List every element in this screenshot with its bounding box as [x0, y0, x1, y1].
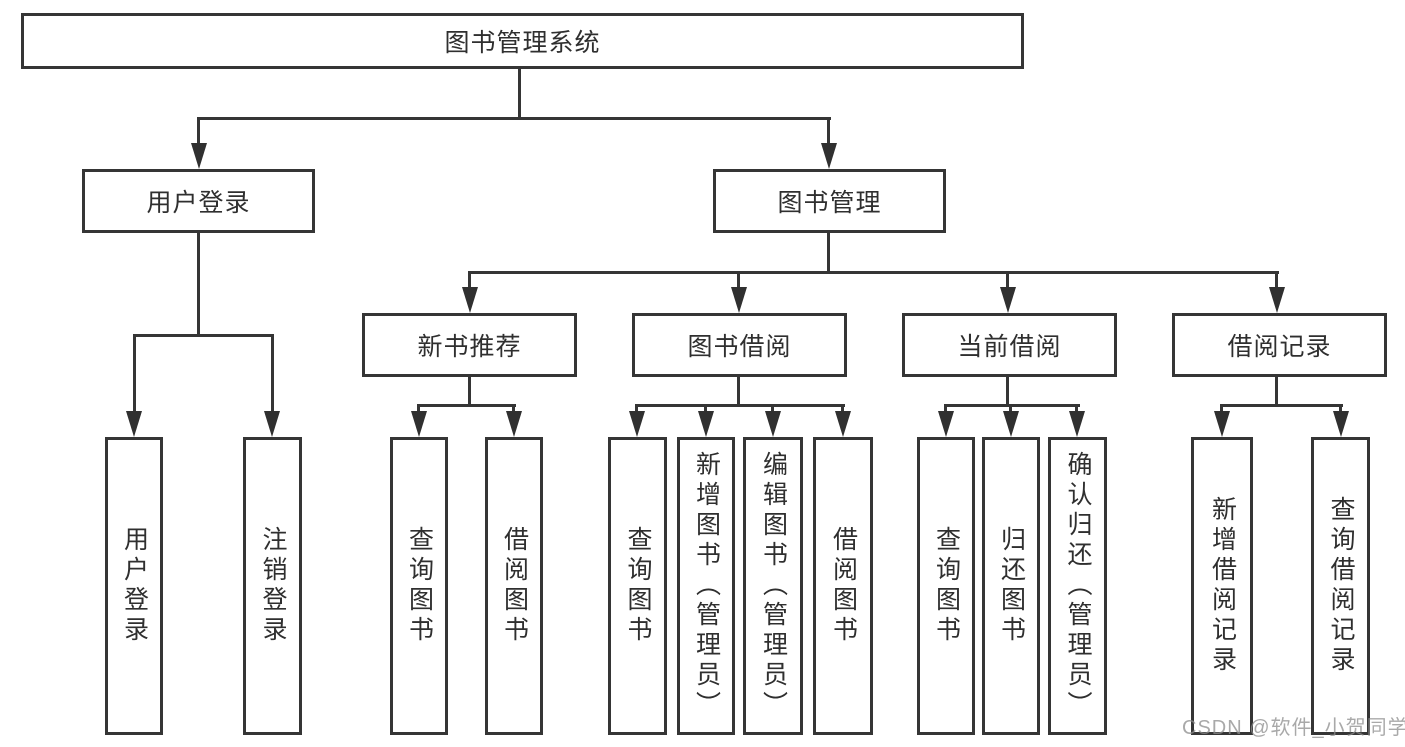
- leaf-borrow-books-2-label: 借阅图书: [829, 526, 858, 646]
- connector-groupC-drop4: [841, 404, 844, 414]
- arrowhead-borrow-books-1: [506, 411, 522, 437]
- arrowhead-logout-leaf: [264, 411, 280, 437]
- connector-book-mgmt-drop: [827, 117, 830, 147]
- connector-groupD-rail: [944, 404, 1080, 407]
- connector-groupC-drop2: [704, 404, 707, 414]
- connector-groupE-drop1: [1220, 404, 1223, 414]
- connector-groupB-drop2: [512, 404, 515, 414]
- arrowhead-current-borrowing: [1000, 287, 1016, 313]
- node-current-borrowing: 当前借阅: [902, 313, 1117, 377]
- connector-groupE-rail: [1220, 404, 1343, 407]
- leaf-add-borrow-record: 新增借阅记录: [1191, 437, 1253, 735]
- leaf-user-login-label: 用户登录: [120, 526, 149, 646]
- leaf-return-books-label: 归还图书: [997, 526, 1026, 646]
- node-borrowing-records-label: 借阅记录: [1227, 333, 1332, 361]
- connector-groupC-drop3: [771, 404, 774, 414]
- leaf-borrow-books-1: 借阅图书: [485, 437, 543, 735]
- connector-groupC-drop1: [635, 404, 638, 414]
- connector-groupC-stem: [737, 376, 740, 407]
- arrowhead-query-borrow-record: [1333, 411, 1349, 437]
- leaf-borrow-books-2: 借阅图书: [813, 437, 873, 735]
- node-current-borrowing-label: 当前借阅: [957, 333, 1062, 361]
- node-book-management: 图书管理: [713, 169, 946, 233]
- leaf-add-books-admin: 新增图书（管理员）: [677, 437, 735, 735]
- leaf-edit-books-admin: 编辑图书（管理员）: [743, 437, 803, 735]
- node-book-management-label: 图书管理: [777, 189, 882, 217]
- connector-groupB-stem: [468, 376, 471, 407]
- connector-groupB-rail: [417, 404, 516, 407]
- connector-new-book-drop: [468, 271, 471, 291]
- connector-current-borrow-drop: [1006, 271, 1009, 291]
- node-book-borrowing: 图书借阅: [632, 313, 847, 377]
- connector-level2-rail: [197, 117, 831, 120]
- node-root: 图书管理系统: [21, 13, 1024, 69]
- connector-groupE-drop2: [1339, 404, 1342, 414]
- leaf-confirm-return-admin-label: 确认归还（管理员）: [1064, 451, 1092, 721]
- arrowhead-query-books-2: [629, 411, 645, 437]
- node-new-book-recommend-label: 新书推荐: [417, 333, 522, 361]
- connector-borrow-record-drop: [1275, 271, 1278, 291]
- leaf-query-books-3-label: 查询图书: [932, 526, 961, 646]
- node-book-borrowing-label: 图书借阅: [687, 333, 792, 361]
- arrowhead-query-books-1: [411, 411, 427, 437]
- leaf-edit-books-admin-label: 编辑图书（管理员）: [759, 451, 788, 721]
- leaf-query-books-3: 查询图书: [917, 437, 975, 735]
- leaf-query-books-1-label: 查询图书: [405, 526, 434, 646]
- connector-groupB-drop1: [417, 404, 420, 414]
- connector-user-login-rail: [133, 334, 274, 337]
- node-borrowing-records: 借阅记录: [1172, 313, 1387, 377]
- arrowhead-book-mgmt: [821, 143, 837, 169]
- leaf-add-books-admin-label: 新增图书（管理员）: [692, 451, 721, 721]
- arrowhead-borrow-books-2: [835, 411, 851, 437]
- connector-user-login-leaf2-drop: [271, 334, 274, 414]
- connector-root-stem: [518, 67, 521, 119]
- leaf-add-borrow-record-label: 新增借阅记录: [1208, 496, 1237, 676]
- leaf-logout: 注销登录: [243, 437, 302, 735]
- arrowhead-add-books-admin: [698, 411, 714, 437]
- connector-user-login-drop: [197, 117, 200, 147]
- leaf-user-login: 用户登录: [105, 437, 163, 735]
- connector-book-mgmt-stem: [827, 232, 830, 274]
- leaf-confirm-return-admin: 确认归还（管理员）: [1048, 437, 1107, 735]
- leaf-return-books: 归还图书: [982, 437, 1040, 735]
- connector-groupD-drop1: [944, 404, 947, 414]
- connector-groupD-stem: [1006, 376, 1009, 407]
- connector-user-login-stem: [197, 231, 200, 337]
- arrowhead-borrowing-records: [1269, 287, 1285, 313]
- node-root-label: 图书管理系统: [444, 29, 601, 57]
- arrowhead-book-borrowing: [731, 287, 747, 313]
- arrowhead-confirm-return-admin: [1069, 411, 1085, 437]
- arrowhead-query-books-3: [938, 411, 954, 437]
- arrowhead-add-borrow-record: [1214, 411, 1230, 437]
- arrowhead-user-login-leaf: [126, 411, 142, 437]
- connector-groupD-drop3: [1075, 404, 1078, 414]
- leaf-query-books-2: 查询图书: [608, 437, 667, 735]
- node-user-login-label: 用户登录: [146, 189, 251, 217]
- arrowhead-new-book-recommend: [462, 287, 478, 313]
- leaf-query-books-1: 查询图书: [390, 437, 448, 735]
- connector-groupD-drop2: [1009, 404, 1012, 414]
- leaf-query-books-2-label: 查询图书: [624, 526, 652, 646]
- connector-book-borrow-drop: [737, 271, 740, 291]
- arrowhead-return-books: [1003, 411, 1019, 437]
- leaf-logout-label: 注销登录: [259, 526, 287, 646]
- connector-groupE-stem: [1275, 376, 1278, 407]
- arrowhead-edit-books-admin: [765, 411, 781, 437]
- leaf-query-borrow-record-label: 查询借阅记录: [1327, 496, 1355, 676]
- connector-groupC-rail: [635, 404, 845, 407]
- node-user-login: 用户登录: [82, 169, 315, 233]
- connector-level3-rail: [468, 271, 1279, 274]
- leaf-query-borrow-record: 查询借阅记录: [1311, 437, 1370, 735]
- connector-user-login-leaf1-drop: [133, 334, 136, 414]
- leaf-borrow-books-1-label: 借阅图书: [500, 526, 529, 646]
- arrowhead-user-login: [191, 143, 207, 169]
- watermark: CSDN @软件_小贺同学: [1182, 717, 1405, 739]
- node-new-book-recommend: 新书推荐: [362, 313, 577, 377]
